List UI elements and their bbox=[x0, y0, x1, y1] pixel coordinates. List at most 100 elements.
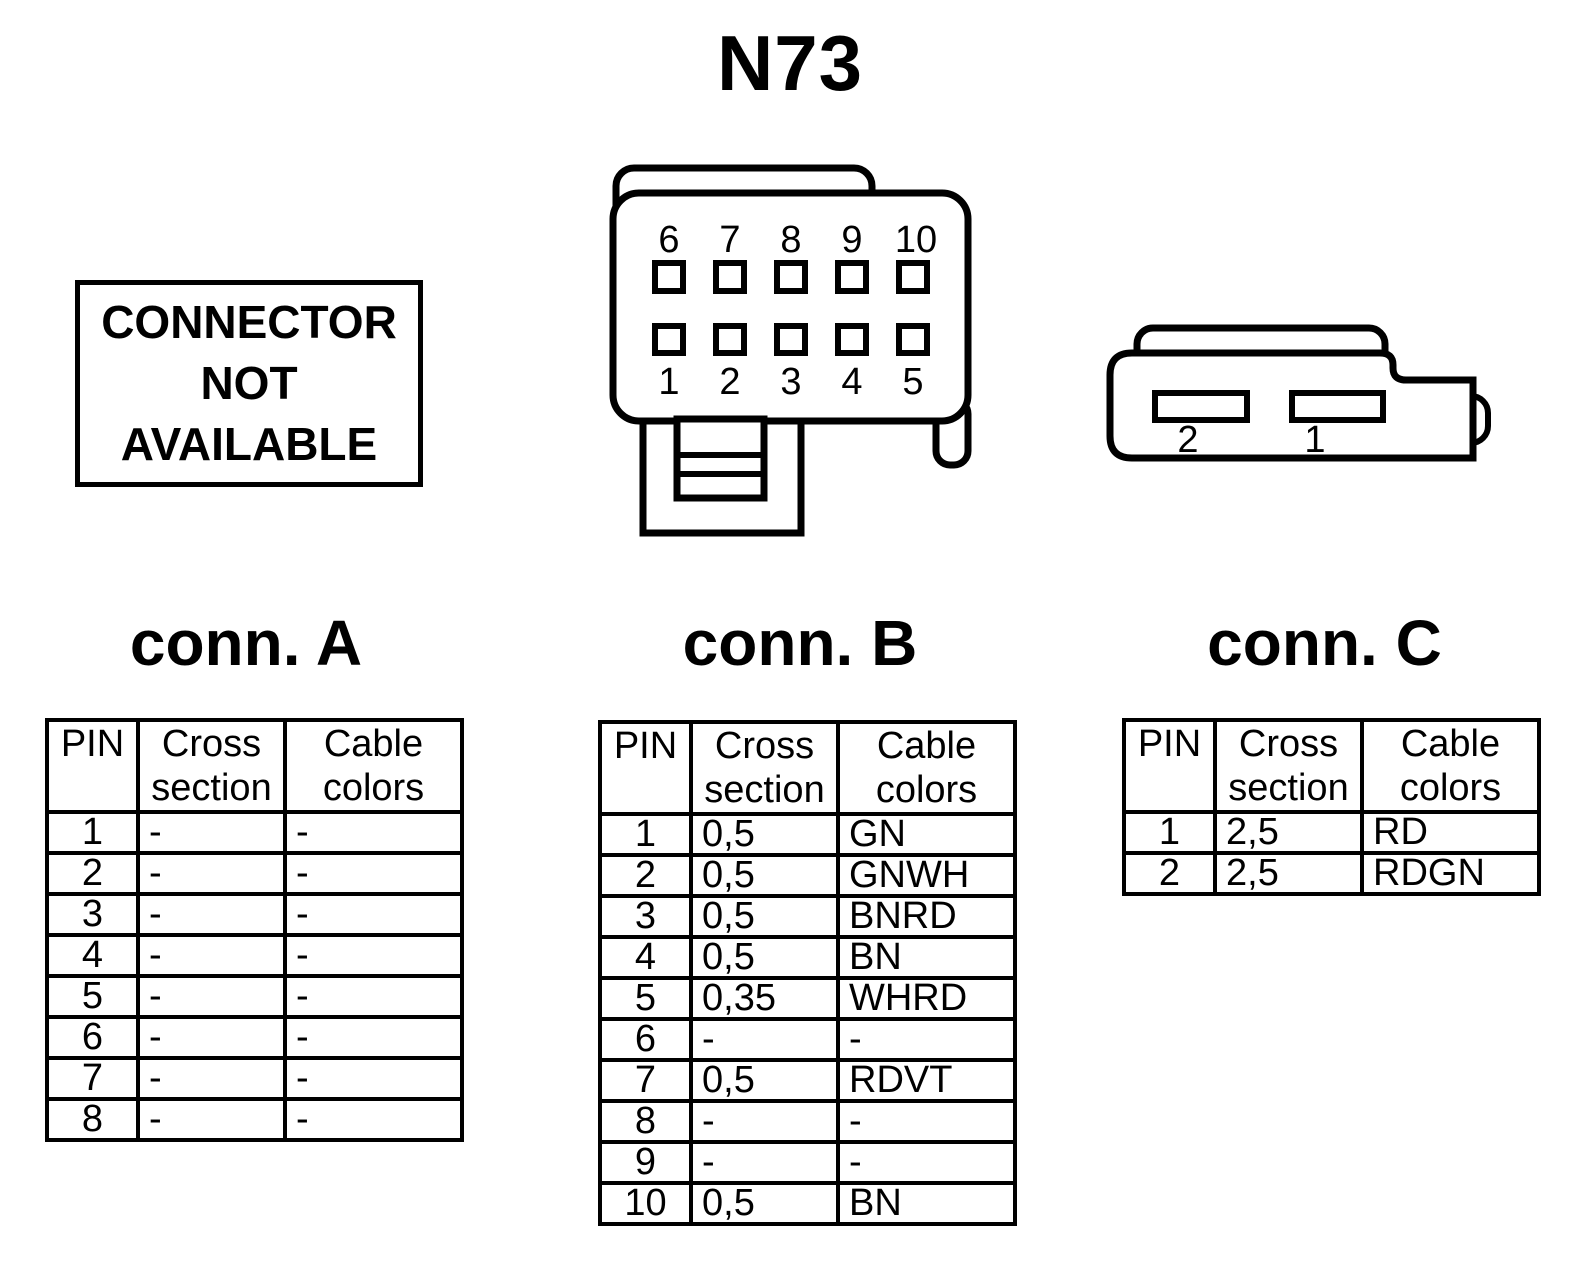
pin-cavity-1 bbox=[652, 323, 686, 356]
cable-color-cell: BN bbox=[836, 935, 1017, 980]
section-title-conn-b: conn. B bbox=[682, 607, 918, 679]
table-row: 2-- bbox=[45, 851, 464, 896]
pin-number: 7 bbox=[719, 219, 740, 261]
connector-c-drawing: 2 1 bbox=[1106, 324, 1491, 462]
pin-cavity-8 bbox=[774, 260, 808, 294]
connector-b-body bbox=[609, 189, 972, 425]
column-header: PIN bbox=[1122, 718, 1217, 814]
table-row: 9-- bbox=[598, 1140, 1017, 1185]
cable-color-cell: - bbox=[283, 933, 464, 978]
cable-color-cell: GNWH bbox=[836, 853, 1017, 898]
connector-b-drawing: 6 7 8 9 10 1 2 3 4 5 bbox=[609, 164, 972, 537]
cable-color-cell: BNRD bbox=[836, 894, 1017, 939]
pin-cell: 7 bbox=[45, 1056, 140, 1101]
pin-cell: 4 bbox=[45, 933, 140, 978]
pin-slot-1 bbox=[1289, 390, 1386, 423]
pin-cell: 1 bbox=[1122, 810, 1217, 855]
na-line-2: NOT bbox=[200, 357, 298, 409]
table-row: 4-- bbox=[45, 933, 464, 978]
cable-color-cell: - bbox=[283, 1015, 464, 1060]
cable-color-cell: RDGN bbox=[1360, 851, 1541, 896]
cable-color-cell: BN bbox=[836, 1181, 1017, 1226]
cable-color-cell: RDVT bbox=[836, 1058, 1017, 1103]
pin-cavity-6 bbox=[652, 260, 686, 294]
cross-section-cell: - bbox=[689, 1099, 840, 1144]
table-row: 3-- bbox=[45, 892, 464, 937]
pin-number: 8 bbox=[780, 219, 801, 261]
cable-color-cell: - bbox=[283, 1056, 464, 1101]
cross-section-cell: 0,5 bbox=[689, 894, 840, 939]
cable-color-cell: RD bbox=[1360, 810, 1541, 855]
section-title-conn-a: conn. A bbox=[129, 607, 363, 679]
cross-section-cell: - bbox=[136, 851, 287, 896]
pin-cell: 3 bbox=[598, 894, 693, 939]
cross-section-cell: - bbox=[136, 892, 287, 937]
table-row: 8-- bbox=[45, 1097, 464, 1142]
table-row: 7-- bbox=[45, 1056, 464, 1101]
connector-not-available-box: CONNECTOR NOT AVAILABLE bbox=[75, 280, 423, 487]
pin-cavity-3 bbox=[774, 323, 808, 356]
cable-color-cell: - bbox=[283, 810, 464, 855]
table-row: 1-- bbox=[45, 810, 464, 855]
cable-color-cell: - bbox=[283, 974, 464, 1019]
cross-section-cell: - bbox=[136, 1097, 287, 1142]
cable-color-cell: GN bbox=[836, 812, 1017, 857]
pin-cavity-7 bbox=[713, 260, 747, 294]
pin-number: 9 bbox=[841, 219, 862, 261]
pin-number: 3 bbox=[780, 361, 801, 403]
cable-color-cell: - bbox=[283, 892, 464, 937]
cross-section-cell: - bbox=[136, 1056, 287, 1101]
column-header: PIN bbox=[598, 720, 693, 816]
cross-section-cell: 2,5 bbox=[1213, 810, 1364, 855]
pin-number: 1 bbox=[658, 361, 679, 403]
cross-section-cell: 0,5 bbox=[689, 1058, 840, 1103]
pin-cell: 5 bbox=[598, 976, 693, 1021]
cross-section-cell: 2,5 bbox=[1213, 851, 1364, 896]
table-row: 8-- bbox=[598, 1099, 1017, 1144]
column-header: PIN bbox=[45, 718, 140, 814]
pin-cell: 2 bbox=[45, 851, 140, 896]
pin-cell: 1 bbox=[598, 812, 693, 857]
cross-section-cell: 0,5 bbox=[689, 1181, 840, 1226]
cable-color-cell: WHRD bbox=[836, 976, 1017, 1021]
pin-number: 10 bbox=[895, 219, 937, 261]
table-row: 5-- bbox=[45, 974, 464, 1019]
pin-cell: 3 bbox=[45, 892, 140, 937]
pin-cavity-9 bbox=[835, 260, 869, 294]
cross-section-cell: 0,5 bbox=[689, 853, 840, 898]
pin-number: 2 bbox=[719, 361, 740, 403]
pin-number: 1 bbox=[1304, 419, 1325, 461]
pin-number: 6 bbox=[658, 219, 679, 261]
column-header: Cross section bbox=[689, 720, 840, 816]
pin-cell: 1 bbox=[45, 810, 140, 855]
cross-section-cell: 0,5 bbox=[689, 812, 840, 857]
table-row: 6-- bbox=[598, 1017, 1017, 1062]
pin-number: 5 bbox=[902, 361, 923, 403]
column-header: Cable colors bbox=[1360, 718, 1541, 814]
column-header: Cable colors bbox=[283, 718, 464, 814]
table-row: 6-- bbox=[45, 1015, 464, 1060]
cross-section-cell: - bbox=[136, 1015, 287, 1060]
pin-cell: 2 bbox=[1122, 851, 1217, 896]
cable-color-cell: - bbox=[283, 851, 464, 896]
pin-cell: 5 bbox=[45, 974, 140, 1019]
pin-cavity-10 bbox=[896, 260, 930, 294]
pin-cavity-4 bbox=[835, 323, 869, 356]
pin-cavity-5 bbox=[896, 323, 930, 356]
cross-section-cell: - bbox=[689, 1140, 840, 1185]
cross-section-cell: - bbox=[136, 810, 287, 855]
column-header: Cable colors bbox=[836, 720, 1017, 816]
pin-cell: 10 bbox=[598, 1181, 693, 1226]
pin-cell: 6 bbox=[45, 1015, 140, 1060]
na-line-1: CONNECTOR bbox=[101, 296, 397, 348]
